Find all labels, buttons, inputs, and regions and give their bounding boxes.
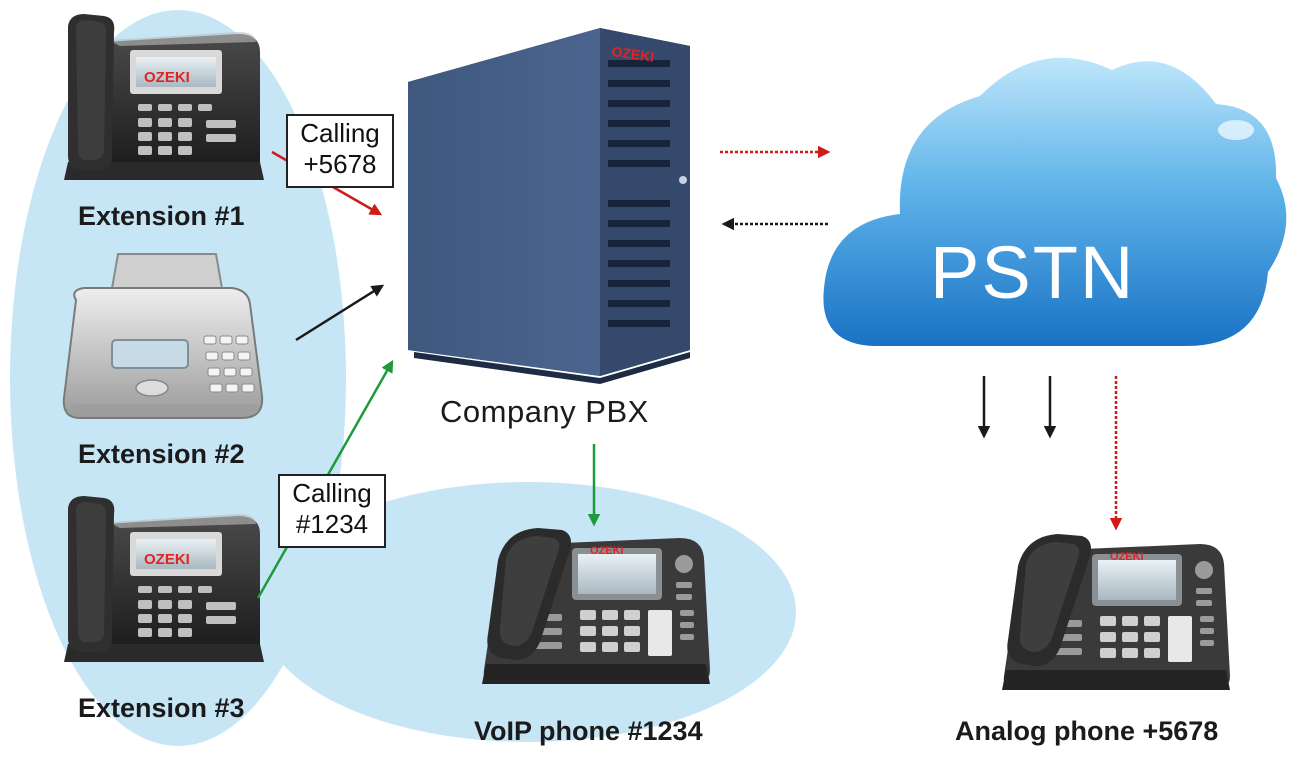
voip-brand: OZEKI: [590, 545, 624, 557]
analog-brand: OZEKI: [1110, 551, 1144, 563]
callout-number: +5678: [303, 149, 377, 179]
extension-3-label: Extension #3: [78, 693, 245, 723]
extension-1-label: Extension #1: [78, 201, 245, 231]
pbx-label: Company PBX: [440, 394, 649, 429]
pstn-cloud: [823, 57, 1287, 347]
ext3-brand: OZEKI: [144, 551, 190, 568]
callout-line: Calling: [292, 478, 372, 508]
calling-1234-callout: Calling #1234: [278, 474, 386, 548]
arrow-ext2-to-pbx: [295, 284, 385, 342]
pbx-server: [408, 28, 690, 384]
analog-phone-label: Analog phone +5678: [955, 716, 1219, 746]
calling-5678-callout: Calling +5678: [286, 114, 394, 188]
callout-number: #1234: [295, 509, 369, 539]
extension-3-phone: [64, 496, 264, 662]
extension-2-label: Extension #2: [78, 439, 245, 469]
ext1-brand: OZEKI: [144, 69, 190, 86]
voip-phone-label: VoIP phone #1234: [474, 716, 703, 746]
pstn-label: PSTN: [930, 231, 1136, 314]
callout-line: Calling: [300, 118, 380, 148]
server-brand: OZEKI: [611, 43, 656, 65]
extension-1-phone: [64, 14, 264, 180]
fax-machine: [62, 253, 264, 419]
